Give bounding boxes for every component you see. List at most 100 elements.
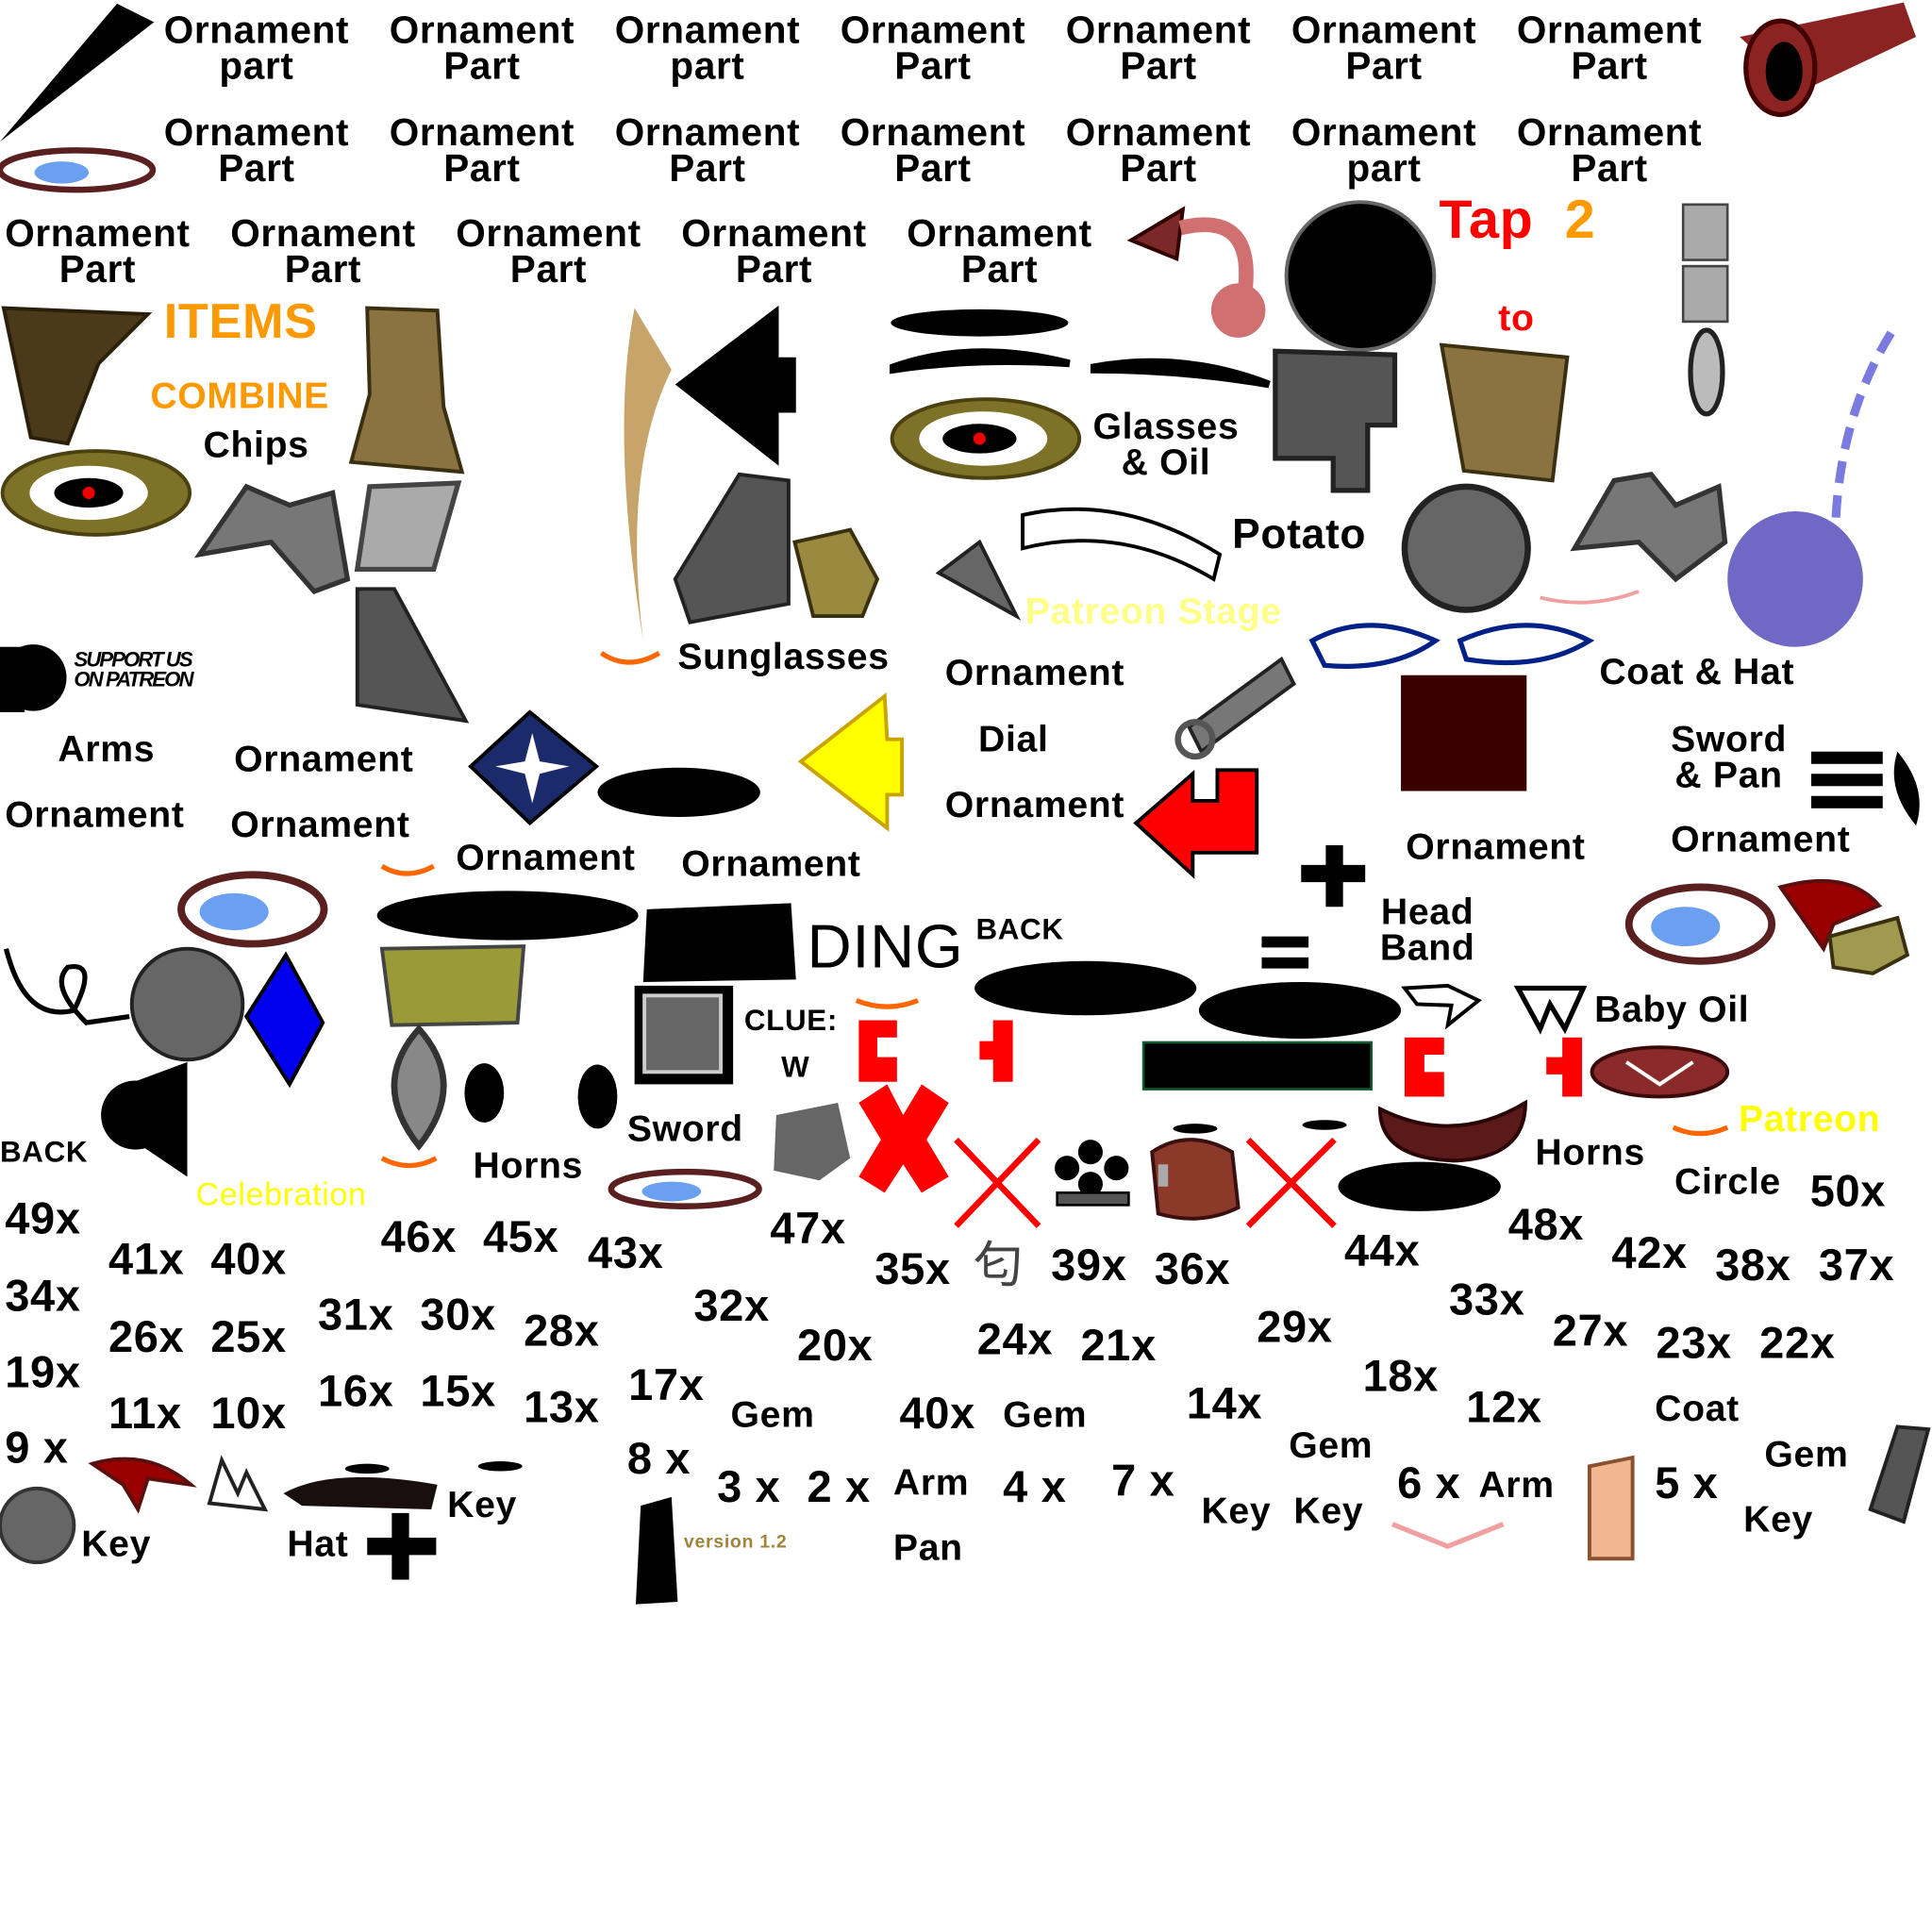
grey-rock-sprite-1 — [193, 483, 351, 595]
horn-tube-sprite — [1740, 2, 1917, 118]
label-clue: CLUE: — [743, 1004, 838, 1038]
orange-smile-4 — [855, 998, 920, 1009]
label-ornament-part: Ornament part — [163, 8, 350, 89]
label-ornament-part: Ornament Part — [907, 211, 1092, 291]
label-12x: 12x — [1466, 1381, 1542, 1432]
label-2: 2 — [1564, 190, 1596, 251]
label-ornament-part: Ornament part — [1291, 110, 1477, 191]
label-hat: Hat — [287, 1524, 349, 1565]
label-ornament-part: Ornament Part — [389, 110, 575, 191]
label-dial: Dial — [978, 719, 1049, 760]
label-19x: 19x — [5, 1346, 81, 1398]
label-47x: 47x — [770, 1202, 846, 1254]
label-ornament-part: Ornament Part — [5, 211, 191, 291]
red-x-thin-2 — [1245, 1137, 1337, 1228]
crown-outline-sprite — [1513, 985, 1588, 1035]
label-ornament-part: Ornament Part — [840, 110, 1026, 191]
label-9-x: 9 x — [5, 1422, 69, 1473]
black-brow-7 — [477, 1461, 523, 1472]
label-ornament-part: Ornament Part — [1065, 110, 1252, 191]
eye-sprite-3 — [608, 1168, 762, 1209]
label-ornament-part: Ornament Part — [1065, 8, 1252, 89]
label-ornament: Ornament — [234, 739, 414, 780]
label-37x: 37x — [1818, 1239, 1895, 1291]
label-potato: Potato — [1232, 511, 1367, 558]
label-support-us-on-patreon: SUPPORT US ON PATREON — [74, 648, 193, 691]
orange-smile-3 — [380, 1156, 438, 1169]
maroon-mouth-sprite-1 — [1590, 1045, 1730, 1099]
claw-sprite — [792, 527, 880, 619]
label-gem: Gem — [730, 1394, 815, 1436]
label-ornament-part: Ornament Part — [840, 8, 1026, 89]
red-arrow-left — [1133, 768, 1259, 879]
label-arms: Arms — [58, 729, 156, 771]
button-dots-sprite — [1055, 1140, 1130, 1207]
black-bar-sprite — [1141, 1041, 1374, 1091]
label-version-1-2: version 1.2 — [683, 1531, 788, 1553]
label-33x: 33x — [1448, 1274, 1525, 1325]
label-ornament: Ornament — [944, 653, 1125, 694]
maroon-mouth-sprite-2 — [1377, 1099, 1527, 1163]
label-back: BACK — [0, 1136, 89, 1170]
label-40x: 40x — [899, 1387, 975, 1439]
label-pan: Pan — [892, 1527, 963, 1569]
label-35x: 35x — [874, 1242, 951, 1294]
leaf-sprite — [1893, 751, 1920, 826]
silver-diamond-sprite — [354, 480, 462, 573]
black-arrow-left — [675, 305, 796, 466]
label-41x: 41x — [108, 1233, 185, 1284]
grey-key-block-sprite — [1273, 348, 1398, 493]
label-key: Key — [1293, 1491, 1364, 1532]
label-16x: 16x — [317, 1365, 394, 1416]
label-20x: 20x — [797, 1319, 874, 1371]
grey-tablet-sprite — [1868, 1424, 1931, 1524]
label-3-x: 3 x — [717, 1461, 781, 1512]
label-ornament: Ornament — [5, 794, 185, 836]
label-to: to — [1498, 298, 1535, 340]
label-48x: 48x — [1507, 1198, 1585, 1250]
yellow-arrow-left — [797, 692, 905, 832]
orange-smile-2 — [380, 863, 436, 876]
label-ding: DING — [807, 911, 964, 981]
label-34x: 34x — [5, 1270, 81, 1322]
label-coat: Coat — [1655, 1388, 1740, 1430]
black-brow-6 — [344, 1463, 390, 1474]
label-tap: Tap — [1439, 190, 1534, 251]
grey-rock-sprite-4 — [0, 1486, 76, 1565]
eye-sprite-2 — [177, 871, 328, 948]
red-x-bold — [858, 1084, 949, 1193]
label-key: Key — [81, 1524, 152, 1565]
red-arrow-tail-sprite — [1126, 206, 1266, 338]
label-ornament-part: Ornament Part — [163, 110, 350, 191]
grey-circle-sprite — [129, 946, 245, 1062]
plus-sign-2 — [367, 1512, 437, 1580]
label-31x: 31x — [317, 1289, 394, 1340]
grey-rock-sprite-3 — [1570, 472, 1728, 583]
plus-sign-1 — [1301, 844, 1366, 908]
label-ornament-part: Ornament Part — [1516, 8, 1703, 89]
label-gem: Gem — [1289, 1425, 1374, 1467]
label-46x: 46x — [380, 1210, 458, 1262]
label-key: Key — [1743, 1499, 1814, 1541]
label-patreon: Patreon — [1738, 1099, 1881, 1141]
label-sunglasses: Sunglasses — [677, 637, 890, 678]
black-orb-sprite — [1284, 200, 1437, 352]
label-39x: 39x — [1051, 1239, 1127, 1291]
label-patreon-stage: Patreon Stage — [1024, 591, 1282, 633]
black-ellipse-3 — [974, 960, 1197, 1016]
tan-stick-sprite — [624, 308, 672, 641]
label-32x: 32x — [693, 1280, 770, 1331]
black-oval-2 — [577, 1064, 618, 1129]
label-ornament-part: Ornament Part — [614, 110, 801, 191]
eye-sprite-1 — [0, 147, 157, 193]
label-30x: 30x — [420, 1289, 496, 1340]
label-49x: 49x — [5, 1192, 81, 1243]
label-4-x: 4 x — [1003, 1461, 1067, 1512]
label-44x: 44x — [1343, 1224, 1421, 1275]
grey-frame-sprite — [634, 985, 734, 1085]
black-brow-2 — [890, 348, 1071, 375]
black-oval-1 — [464, 1063, 505, 1123]
bark-sprite-1 — [348, 306, 465, 475]
